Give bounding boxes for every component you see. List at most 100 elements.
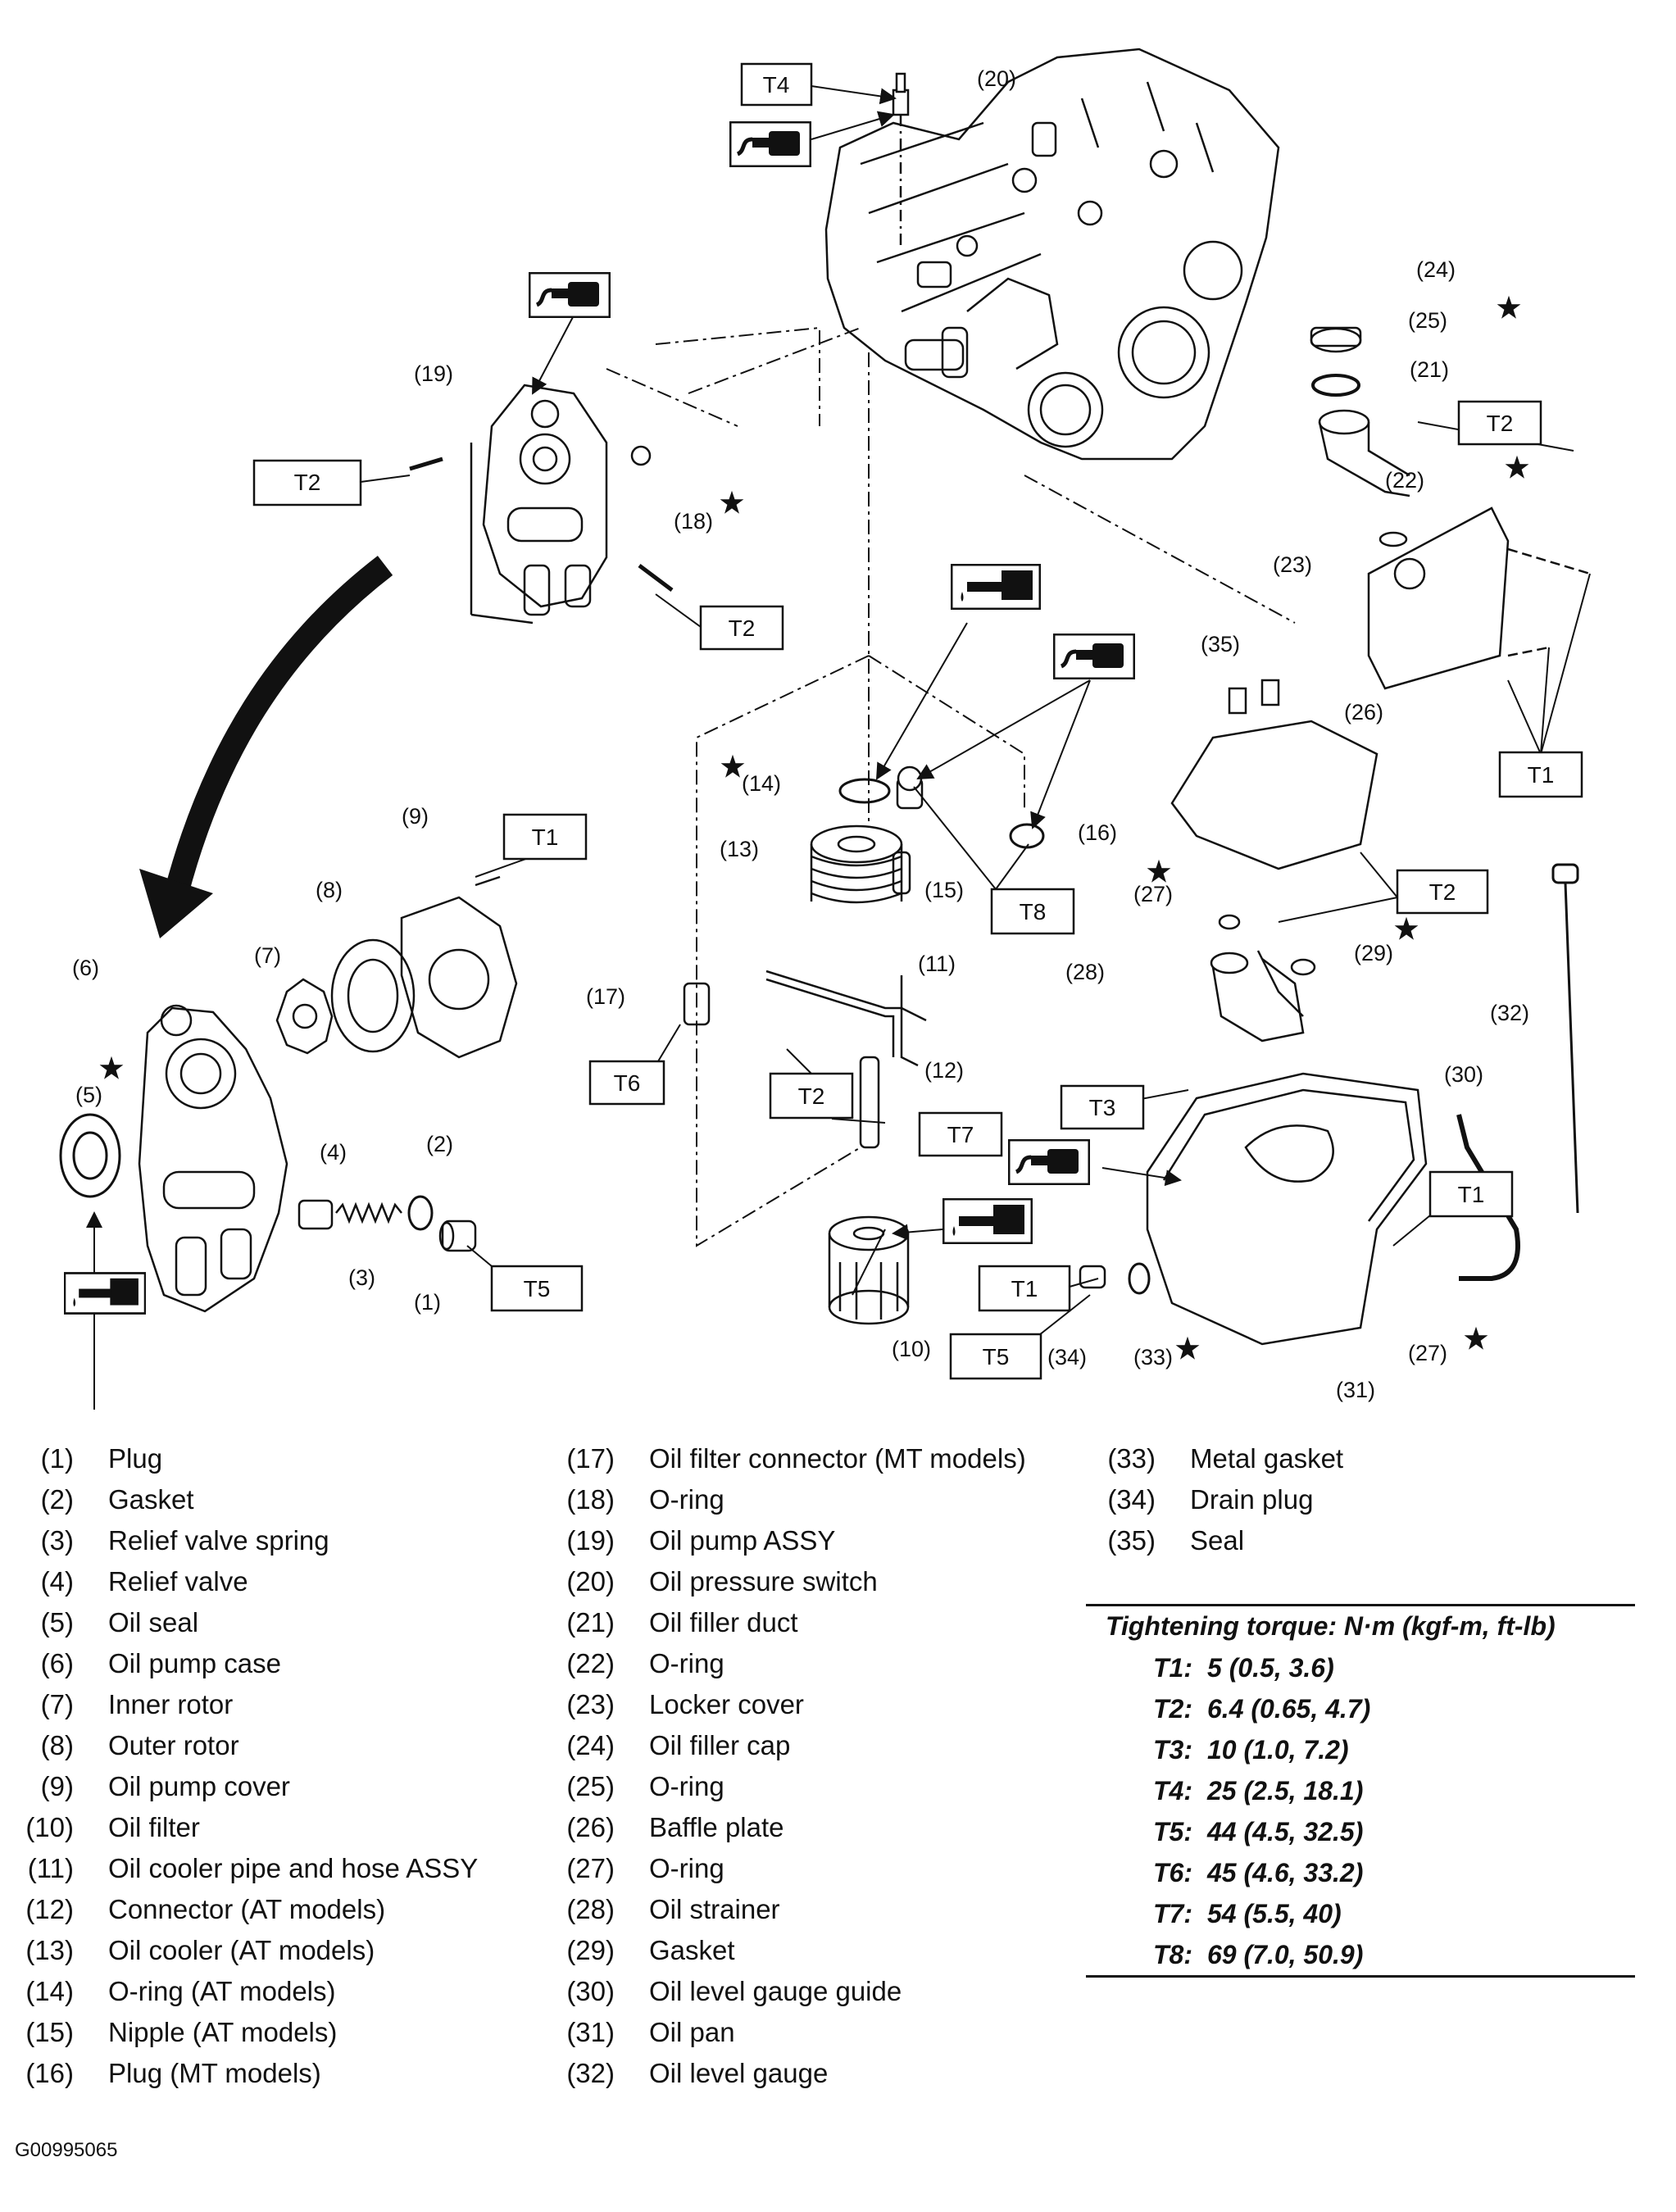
legend-item: (4)Relief valve — [0, 1561, 478, 1602]
legend-item-name: Plug (MT models) — [108, 2058, 321, 2088]
legend-item: (31)Oil pan — [541, 2012, 1026, 2053]
tightening-torque-table: Tightening torque: N·m (kgf-m, ft-lb) T1… — [1086, 1604, 1635, 1978]
legend-item: (30)Oil level gauge guide — [541, 1971, 1026, 2012]
legend-item-number: (1) — [40, 1443, 74, 1474]
legend-item-name: Nipple (AT models) — [108, 2017, 338, 2047]
legend-item-name: Oil filter connector (MT models) — [649, 1443, 1026, 1474]
torque-key: T3: — [1153, 1735, 1192, 1765]
legend-item-name: Oil cooler pipe and hose ASSY — [108, 1853, 479, 1883]
legend-item: (17)Oil filter connector (MT models) — [541, 1438, 1026, 1479]
oil-pressure-switch — [892, 72, 910, 246]
legend-item-number: (22) — [566, 1648, 615, 1678]
legend-item-number: (13) — [25, 1935, 74, 1965]
legend-item: (32)Oil level gauge — [541, 2053, 1026, 2094]
legend-item-number: (2) — [40, 1484, 74, 1515]
legend-item-name: O-ring — [649, 1484, 724, 1515]
legend-item: (5)Oil seal — [0, 1602, 478, 1643]
legend-item: (15)Nipple (AT models) — [0, 2012, 478, 2053]
torque-key: T5: — [1153, 1817, 1192, 1846]
callout-27-upper: (27) — [1133, 882, 1173, 906]
parts-legend-column-1: (1)Plug(2)Gasket(3)Relief valve spring(4… — [0, 1438, 478, 2094]
torque-tag-t2: T2 — [699, 605, 784, 651]
callout-12: (12) — [924, 1058, 964, 1083]
baffle-plate — [1170, 679, 1378, 870]
legend-item: (21)Oil filler duct — [541, 1602, 1026, 1643]
legend-item-name: Baffle plate — [649, 1812, 784, 1842]
legend-item-number: (27) — [566, 1853, 615, 1883]
gasket-2 — [407, 1195, 434, 1231]
rocker-cover — [1367, 506, 1591, 690]
torque-tag-t2: T2 — [1396, 869, 1489, 915]
legend-item-number: (3) — [40, 1525, 74, 1556]
torque-tag-t1: T1 — [502, 813, 588, 861]
svg-text:T1: T1 — [1528, 762, 1555, 788]
relief-valve — [298, 1199, 334, 1230]
torque-tag-t2: T2 — [252, 459, 362, 506]
callout-34: (34) — [1047, 1345, 1087, 1369]
oil-cooler-dash-frame — [696, 655, 1025, 1247]
torque-row: T8:69 (7.0, 50.9) — [1086, 1934, 1635, 1975]
legend-item: (1)Plug — [0, 1438, 478, 1479]
legend-item-number: (25) — [566, 1771, 615, 1801]
cylinder-block — [824, 48, 1280, 461]
svg-text:T5: T5 — [983, 1344, 1010, 1369]
oil-filter-connector-17 — [683, 982, 711, 1026]
engine-oil-icon — [951, 564, 1041, 610]
legend-item-name: Oil level gauge guide — [649, 1976, 902, 2006]
legend-item: (3)Relief valve spring — [0, 1520, 478, 1561]
callout-23: (23) — [1273, 552, 1312, 577]
callout-30: (30) — [1444, 1062, 1483, 1087]
torque-tag-t6: T6 — [588, 1060, 665, 1106]
callout-25: (25) — [1408, 308, 1447, 333]
legend-item-name: Oil pump case — [108, 1648, 281, 1678]
star-icon — [1497, 295, 1521, 319]
svg-text:T1: T1 — [532, 824, 559, 850]
legend-item: (34)Drain plug — [1082, 1479, 1343, 1520]
legend-item-number: (28) — [566, 1894, 615, 1924]
legend-item-number: (10) — [25, 1812, 74, 1842]
legend-item-number: (19) — [566, 1525, 615, 1556]
star-icon — [99, 1056, 124, 1079]
torque-key: T7: — [1153, 1899, 1192, 1928]
curved-arrow-head — [139, 869, 213, 938]
bolt-t2-upper — [409, 456, 443, 471]
legend-item: (22)O-ring — [541, 1643, 1026, 1684]
callout-14: (14) — [742, 771, 781, 796]
legend-item-name: O-ring — [649, 1853, 724, 1883]
legend-item: (33)Metal gasket — [1082, 1438, 1343, 1479]
o-ring-25 — [1311, 374, 1360, 397]
legend-item-name: Oil cooler (AT models) — [108, 1935, 375, 1965]
oil-filler-duct — [1318, 409, 1410, 497]
legend-item: (2)Gasket — [0, 1479, 478, 1520]
figure-id: G00995065 — [15, 2139, 118, 2161]
callout-29: (29) — [1354, 941, 1393, 965]
star-icon — [1505, 455, 1529, 479]
legend-item: (26)Baffle plate — [541, 1807, 1026, 1848]
torque-row: T7:54 (5.5, 40) — [1086, 1893, 1635, 1934]
torque-key: T6: — [1153, 1858, 1192, 1887]
legend-item-name: O-ring (AT models) — [108, 1976, 336, 2006]
callout-35: (35) — [1201, 632, 1240, 656]
legend-item: (13) Oil cooler (AT models) — [0, 1930, 478, 1971]
callout-8: (8) — [316, 878, 343, 902]
svg-text:T7: T7 — [947, 1122, 974, 1147]
oil-level-gauge-guide — [1456, 1114, 1520, 1281]
callout-16: (16) — [1078, 820, 1117, 845]
legend-item-name: Oil pressure switch — [649, 1566, 878, 1597]
callout-17: (17) — [586, 984, 625, 1009]
parts-legend-column-2: (17)Oil filter connector (MT models)(18)… — [541, 1438, 1026, 2094]
outer-rotor — [330, 938, 416, 1053]
oil-pump-assy — [470, 384, 608, 625]
liquid-gasket-icon — [1009, 1140, 1089, 1184]
callout-32: (32) — [1490, 1001, 1529, 1025]
legend-item: (7)Inner rotor — [0, 1684, 478, 1725]
legend-item-name: Outer rotor — [108, 1730, 239, 1760]
torque-row: T5:44 (4.5, 32.5) — [1086, 1811, 1635, 1852]
liquid-gasket-icon — [1054, 634, 1134, 679]
oil-filler-cap — [1310, 326, 1362, 353]
callout-13: (13) — [720, 837, 759, 861]
legend-item: (14)O-ring (AT models) — [0, 1971, 478, 2012]
torque-table-title: Tightening torque: N·m (kgf-m, ft-lb) — [1106, 1611, 1556, 1641]
legend-item: (35)Seal — [1082, 1520, 1343, 1561]
callout-9: (9) — [402, 804, 429, 829]
